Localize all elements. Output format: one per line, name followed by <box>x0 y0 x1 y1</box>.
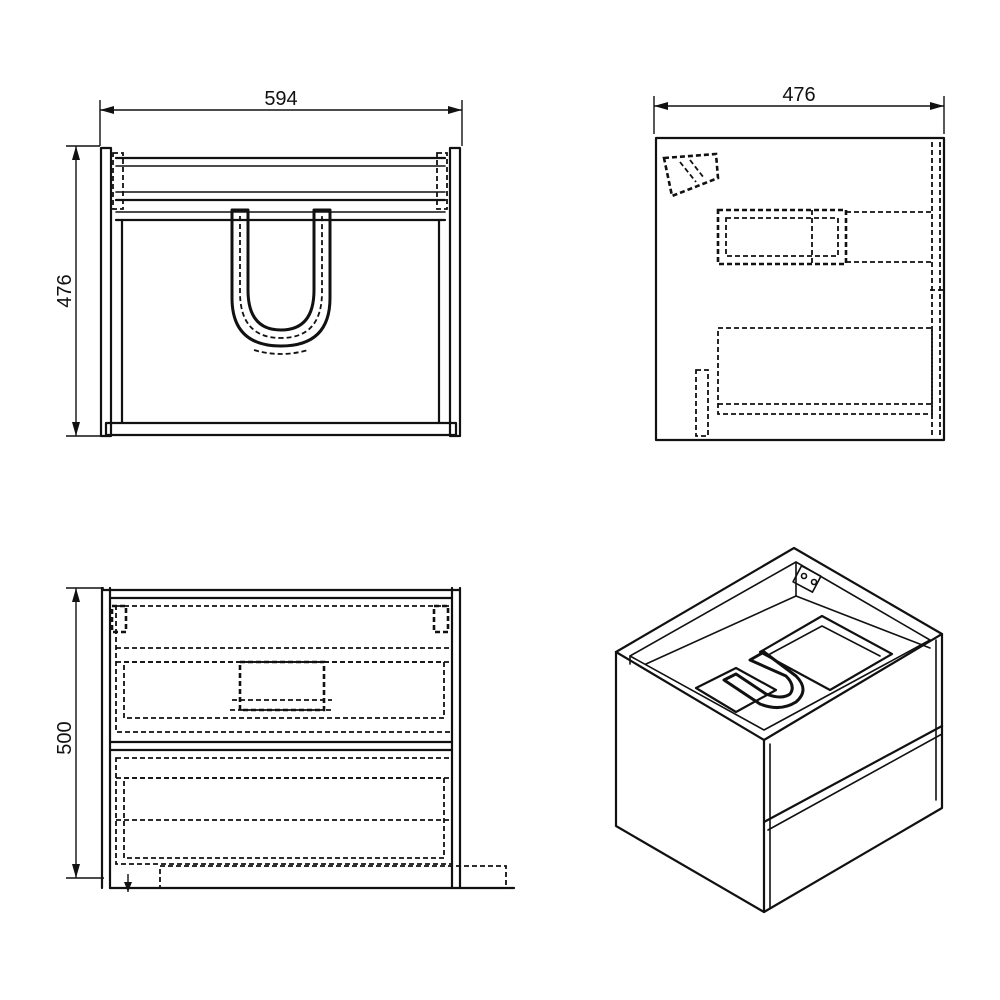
iso-inner-tray <box>694 614 894 714</box>
front-cabinet-outline <box>99 146 462 438</box>
front-width-label: 594 <box>264 88 297 110</box>
side-lower-drawer <box>695 327 933 437</box>
front-width-dimension: 594 <box>99 88 463 146</box>
top-siphon-cutout <box>230 660 334 712</box>
side-cabinet-outline <box>654 136 946 442</box>
side-depth-dimension: 476 <box>653 84 945 134</box>
iso-cabinet-body <box>614 546 944 914</box>
isometric-view <box>614 546 944 914</box>
iso-wall-bracket <box>792 565 822 593</box>
top-hidden-drawers <box>115 605 507 889</box>
side-upper-drawer <box>716 208 932 266</box>
top-corner-brackets <box>110 604 450 634</box>
top-height-dimension: 500 <box>54 587 104 879</box>
front-view: 594 476 <box>54 88 463 438</box>
top-view: 500 <box>54 586 516 892</box>
top-height-label: 500 <box>54 721 76 754</box>
front-height-label: 476 <box>54 274 76 307</box>
iso-siphon-cutout <box>722 650 805 709</box>
front-siphon-cutout <box>230 208 332 355</box>
front-height-dimension: 476 <box>54 145 106 437</box>
top-floor-arrow <box>124 874 132 892</box>
side-view: 476 <box>653 84 946 442</box>
side-hanging-bracket <box>662 152 720 198</box>
side-depth-label: 476 <box>782 84 815 106</box>
